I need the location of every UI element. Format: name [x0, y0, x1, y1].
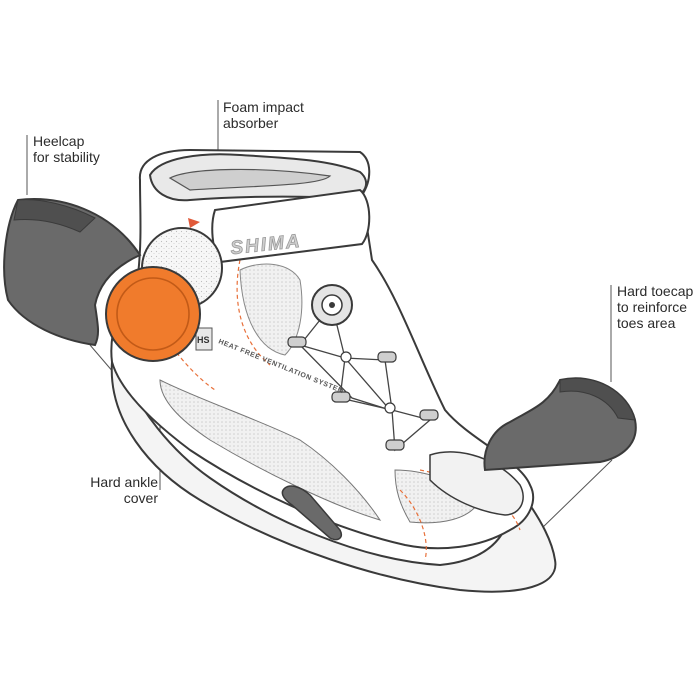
heelcap-piece — [3, 198, 142, 347]
callout-toecap-line3: toes area — [617, 315, 676, 331]
lace-guide — [377, 351, 397, 363]
callout-ankle-cover: Hard ankle cover — [60, 474, 158, 506]
lace-guide — [419, 409, 439, 421]
shoe-collar-inner — [168, 168, 332, 191]
callout-foam-line2: absorber — [223, 115, 279, 131]
boa-lacing-system — [287, 284, 439, 452]
callout-toecap-line1: Hard toecap — [617, 283, 694, 299]
lace-cross-icon — [340, 351, 352, 363]
heelcap-band — [13, 199, 96, 233]
callout-ankle-line1: Hard ankle — [90, 474, 158, 490]
hs-badge-text: HS — [197, 335, 210, 345]
leader-toe-diag — [539, 459, 613, 531]
red-marker-icon — [188, 218, 200, 228]
ankle-cover — [105, 266, 201, 362]
lace-guide — [331, 391, 351, 403]
hs-badge — [195, 327, 213, 351]
callout-heelcap: Heelcap for stability — [33, 133, 100, 165]
heel-vent — [281, 485, 342, 541]
callout-toecap-line2: to reinforce — [617, 299, 688, 315]
callout-heelcap-line2: for stability — [33, 149, 100, 165]
mesh-panel-upper — [239, 263, 303, 356]
shoe-sole — [110, 360, 557, 593]
toecap-rim — [559, 377, 636, 421]
lace-guide — [385, 439, 405, 451]
callout-heelcap-line1: Heelcap — [33, 133, 85, 149]
lace-guide — [287, 336, 307, 348]
lace-cross-icon — [384, 402, 396, 414]
callout-foam-absorber: Foam impact absorber — [223, 99, 304, 131]
callout-toecap: Hard toecap to reinforce toes area — [617, 283, 693, 331]
mesh-panel-side — [159, 379, 382, 521]
velcro-strap — [211, 188, 371, 264]
callout-foam-line1: Foam impact — [223, 99, 304, 115]
callout-ankle-line2: cover — [123, 490, 158, 506]
